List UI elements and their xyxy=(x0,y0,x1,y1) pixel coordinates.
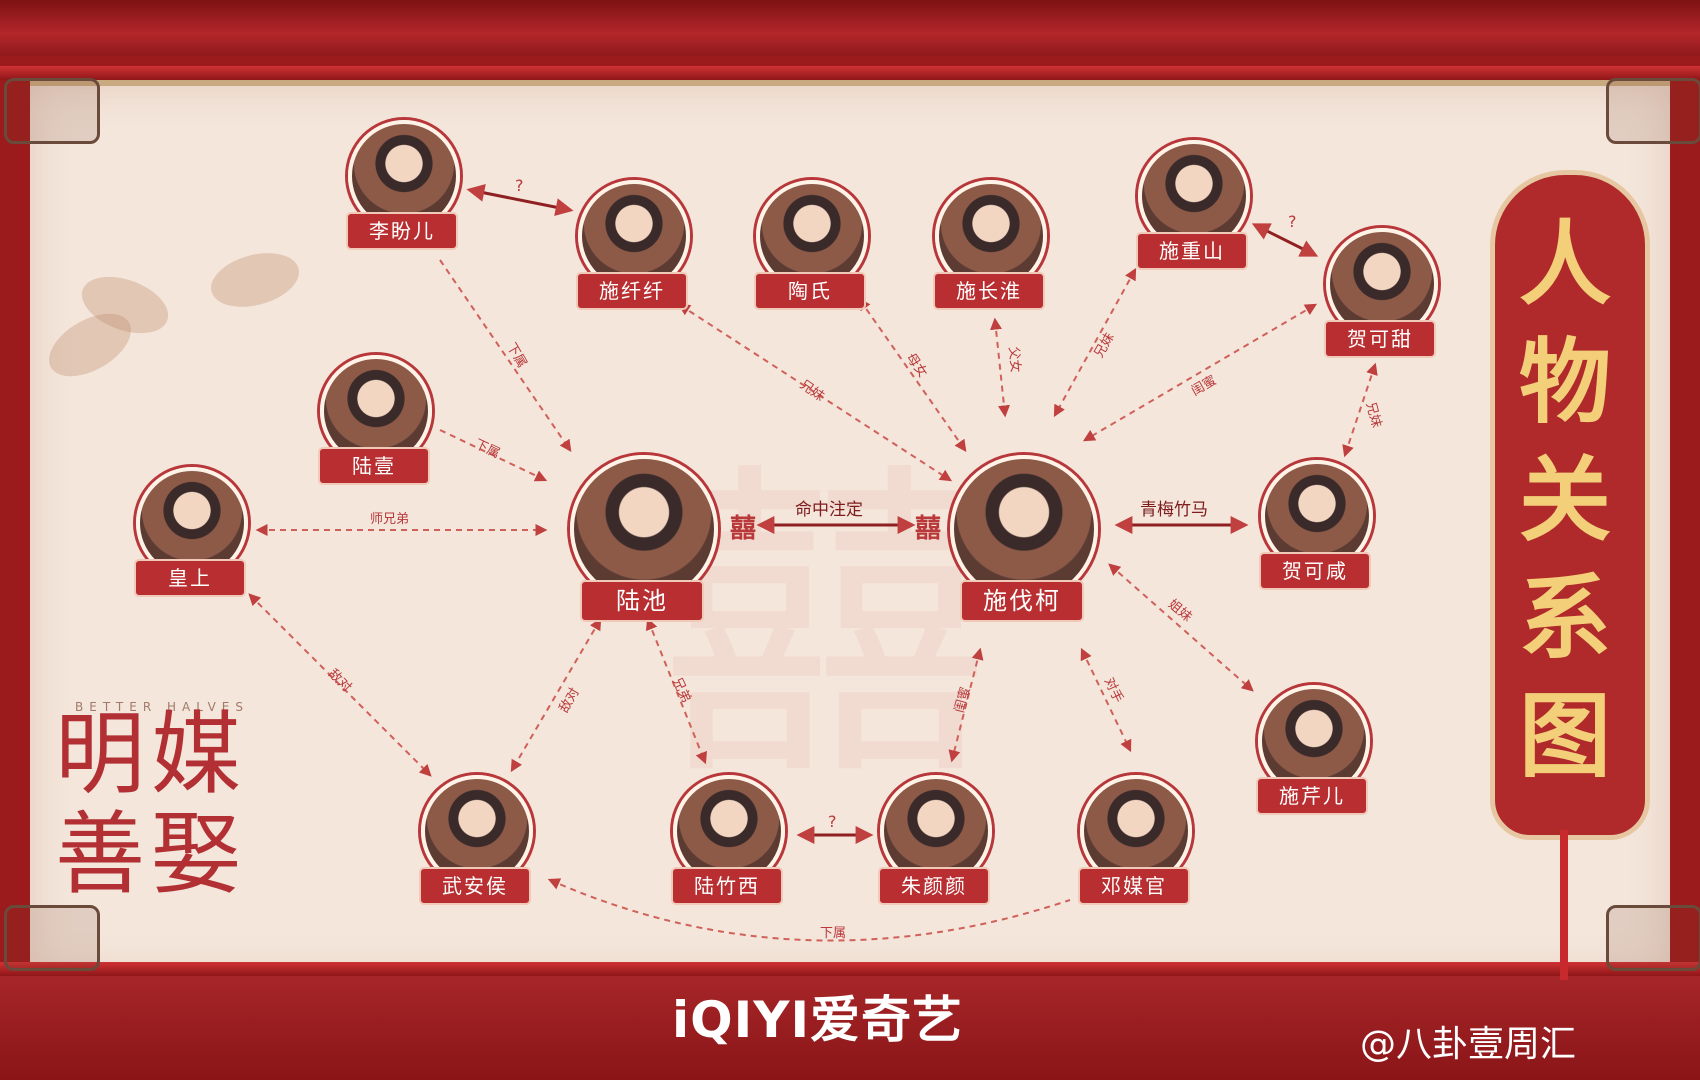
xi-icon: 囍 xyxy=(915,514,942,544)
character-node-shi-qiner[interactable]: 施芹儿 xyxy=(1250,685,1370,835)
character-node-shi-xianxian[interactable]: 施纤纤 xyxy=(570,180,690,330)
corner-ornament-icon xyxy=(1606,905,1700,971)
character-name: 贺可甜 xyxy=(1324,320,1436,358)
character-name: 邓媒官 xyxy=(1078,867,1190,905)
corner-ornament-icon xyxy=(4,78,100,144)
character-name: 施伐柯 xyxy=(960,580,1084,622)
relation-label-fated: 命中注定 xyxy=(795,500,863,520)
show-subtitle: BETTER HALVES xyxy=(75,700,250,714)
top-curtain xyxy=(0,0,1700,56)
character-name: 施重山 xyxy=(1136,232,1248,270)
character-node-deng-meiguan[interactable]: 邓媒官 xyxy=(1072,775,1192,925)
character-node-shi-fake[interactable]: 施伐柯 xyxy=(950,455,1098,622)
scroll-rod-top xyxy=(0,66,1700,80)
character-node-zhu-yanyan[interactable]: 朱颜颜 xyxy=(872,775,992,925)
banner-title: 人物关系图 xyxy=(1518,210,1611,790)
character-name: 陶氏 xyxy=(754,272,866,310)
character-node-lu-yi[interactable]: 陆壹 xyxy=(312,355,432,505)
title-banner xyxy=(1490,170,1650,840)
character-name: 施长淮 xyxy=(933,272,1045,310)
corner-ornament-icon xyxy=(4,905,100,971)
avatar xyxy=(570,455,718,603)
avatar xyxy=(950,455,1098,603)
relation-label: ? xyxy=(1288,212,1297,231)
character-name: 贺可咸 xyxy=(1259,552,1371,590)
character-node-wu-anhou[interactable]: 武安侯 xyxy=(413,775,533,925)
scroll-rod-bottom xyxy=(0,962,1700,976)
relation-label: ? xyxy=(515,176,524,195)
character-node-li-paner[interactable]: 李盼儿 xyxy=(340,120,460,270)
character-node-shi-zhongshan[interactable]: 施重山 xyxy=(1130,140,1250,290)
background-xi-character: 囍 xyxy=(660,436,990,820)
relation-label-childhood: 青梅竹马 xyxy=(1140,500,1208,520)
relation-label: ? xyxy=(828,812,837,831)
character-name: 施纤纤 xyxy=(576,272,688,310)
character-node-tao-shi[interactable]: 陶氏 xyxy=(748,180,868,330)
character-name: 陆池 xyxy=(580,580,704,622)
character-name: 陆壹 xyxy=(318,447,430,485)
character-name: 陆竹西 xyxy=(671,867,783,905)
character-name: 李盼儿 xyxy=(346,212,458,250)
show-title: 明媒善娶 xyxy=(55,702,247,907)
character-node-he-ketian[interactable]: 贺可甜 xyxy=(1318,228,1438,378)
character-node-huang-shang[interactable]: 皇上 xyxy=(128,467,248,617)
watermark: @八卦壹周汇 xyxy=(1360,1024,1577,1065)
character-name: 施芹儿 xyxy=(1256,777,1368,815)
character-name: 朱颜颜 xyxy=(878,867,990,905)
xi-icon: 囍 xyxy=(730,514,757,544)
character-node-he-kexian[interactable]: 贺可咸 xyxy=(1253,460,1373,610)
character-name: 武安侯 xyxy=(419,867,531,905)
corner-ornament-icon xyxy=(1606,78,1700,144)
relation-label: 师兄弟 xyxy=(370,512,410,527)
bottom-curtain xyxy=(0,968,1700,1080)
character-name: 皇上 xyxy=(134,559,246,597)
character-node-shi-changhuai[interactable]: 施长淮 xyxy=(927,180,1047,330)
relation-label: 下属 xyxy=(820,926,847,941)
character-node-lu-zhuxi[interactable]: 陆竹西 xyxy=(665,775,785,925)
tassel-icon xyxy=(1560,830,1568,980)
platform-logo: iQIYI爱奇艺 xyxy=(672,991,964,1049)
character-node-lu-chi[interactable]: 陆池 xyxy=(570,455,718,622)
relation-label: 父女 xyxy=(1005,346,1023,374)
